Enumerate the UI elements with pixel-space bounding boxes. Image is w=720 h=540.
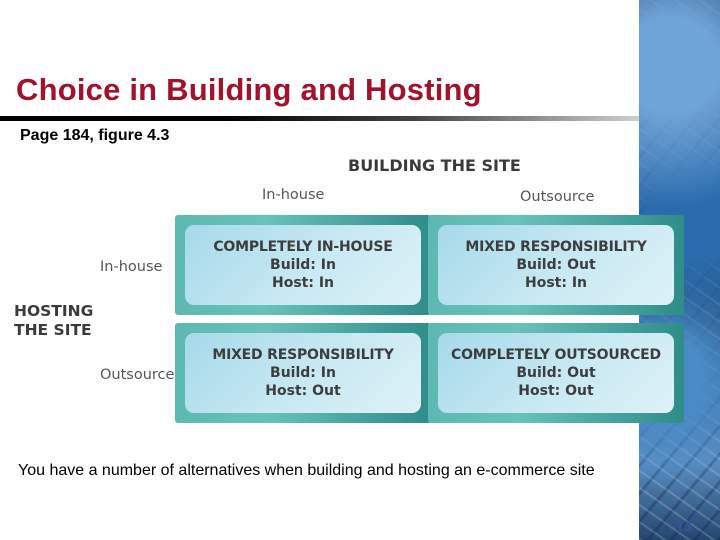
cell-host: Host: In: [524, 275, 587, 291]
cell-host: Host: Out: [518, 383, 594, 399]
slide-caption: You have a number of alternatives when b…: [18, 462, 595, 479]
cell-title: COMPLETELY IN-HOUSE: [213, 239, 393, 255]
slide-title: Choice in Building and Hosting: [16, 72, 482, 107]
cell-panel: COMPLETELY IN-HOUSE Build: In Host: In: [185, 225, 421, 305]
cell-build: Build: Out: [516, 365, 596, 381]
cell-host: Host: Out: [265, 383, 341, 399]
row-label-in-house: In-house: [100, 259, 163, 275]
cell-title: COMPLETELY OUTSOURCED: [451, 347, 661, 363]
hosting-axis-label-line-1: HOSTING: [14, 302, 94, 320]
hosting-axis-label: HOSTING THE SITE: [14, 302, 93, 340]
cell-panel: COMPLETELY OUTSOURCED Build: Out Host: O…: [438, 333, 674, 413]
cell-mixed-responsibility-build-out: MIXED RESPONSIBILITY Build: Out Host: In: [428, 215, 684, 315]
diagram-heading: BUILDING THE SITE: [348, 156, 521, 175]
title-underline: [0, 116, 639, 121]
cell-completely-outsourced: COMPLETELY OUTSOURCED Build: Out Host: O…: [428, 323, 684, 423]
column-label-outsource: Outsource: [520, 189, 595, 205]
page-number: 13: [676, 518, 692, 535]
cell-panel: MIXED RESPONSIBILITY Build: Out Host: In: [438, 225, 674, 305]
cell-completely-in-house: COMPLETELY IN-HOUSE Build: In Host: In: [175, 215, 431, 315]
cell-title: MIXED RESPONSIBILITY: [212, 347, 394, 363]
cell-build: Build: In: [270, 365, 336, 381]
column-label-in-house: In-house: [262, 187, 325, 203]
cell-mixed-responsibility-host-out: MIXED RESPONSIBILITY Build: In Host: Out: [175, 323, 431, 423]
cell-panel: MIXED RESPONSIBILITY Build: In Host: Out: [185, 333, 421, 413]
slide-subtitle: Page 184, figure 4.3: [20, 127, 170, 144]
cell-title: MIXED RESPONSIBILITY: [465, 239, 647, 255]
cell-host: Host: In: [271, 275, 334, 291]
cell-build: Build: In: [270, 257, 336, 273]
cell-build: Build: Out: [516, 257, 596, 273]
hosting-axis-label-line-2: THE SITE: [14, 321, 92, 339]
row-label-outsource: Outsource: [100, 367, 175, 383]
